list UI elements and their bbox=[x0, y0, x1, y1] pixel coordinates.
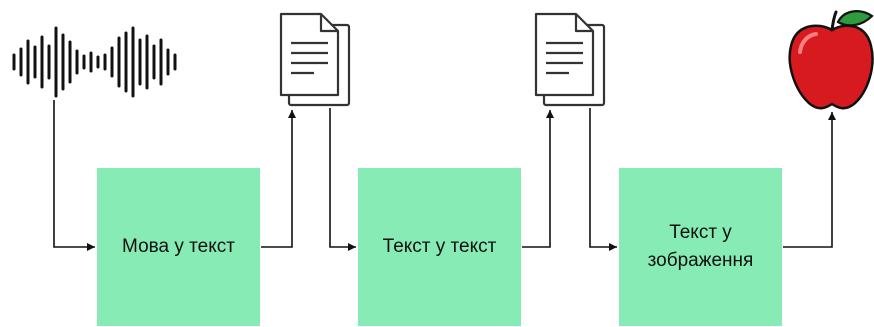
document-icon bbox=[279, 12, 351, 107]
arrow-document1-to-box2 bbox=[329, 108, 356, 251]
step-label: Текст у текст bbox=[382, 236, 497, 257]
step-speech-to-text: Мова у текст bbox=[97, 168, 260, 326]
document-icon bbox=[534, 12, 606, 107]
step-text-to-image: Текст у зображення bbox=[619, 168, 782, 326]
arrow-box3-to-apple bbox=[783, 112, 836, 248]
apple-icon bbox=[788, 10, 874, 110]
step-label: Мова у текст bbox=[122, 236, 235, 257]
arrow-box1-to-document1 bbox=[261, 110, 296, 248]
arrow-box2-to-document2 bbox=[522, 110, 554, 248]
arrow-waveform-to-box1 bbox=[53, 100, 95, 251]
connector-lines bbox=[53, 100, 836, 251]
step-label: Текст у зображення bbox=[647, 222, 754, 271]
audio-waveform-icon bbox=[12, 26, 177, 98]
arrow-document2-to-box3 bbox=[589, 108, 617, 251]
step-text-to-text: Текст у текст bbox=[358, 168, 521, 326]
